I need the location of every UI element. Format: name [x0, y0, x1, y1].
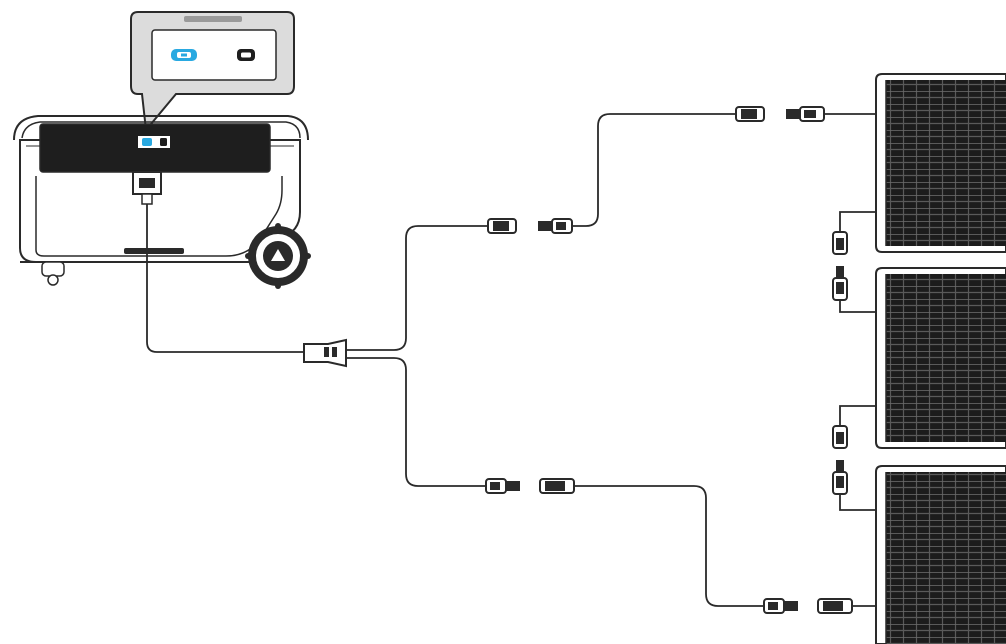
- series-link-1: [832, 211, 876, 313]
- mc4-connector-pair: [763, 598, 853, 614]
- lower-branch: [346, 357, 876, 607]
- wheel-icon: [245, 223, 311, 289]
- secondary-input-port-icon: [237, 49, 255, 61]
- power-station: [13, 115, 311, 289]
- port-callout: [130, 11, 295, 133]
- series-link-2: [832, 405, 876, 511]
- y-branch-connector: [303, 338, 347, 368]
- mc4-connector-pair: [735, 106, 825, 122]
- solar-input-port-icon: [171, 49, 197, 61]
- mc4-connector-pair: [487, 218, 573, 234]
- solar-panel-1: [875, 73, 1006, 253]
- solar-panel-3: [875, 465, 1006, 644]
- solar-panel-2: [875, 267, 1006, 449]
- mc4-connector-pair: [485, 478, 575, 494]
- main-input-cable: [146, 204, 304, 353]
- upper-branch: [346, 113, 876, 351]
- station-input-plug: [132, 171, 162, 205]
